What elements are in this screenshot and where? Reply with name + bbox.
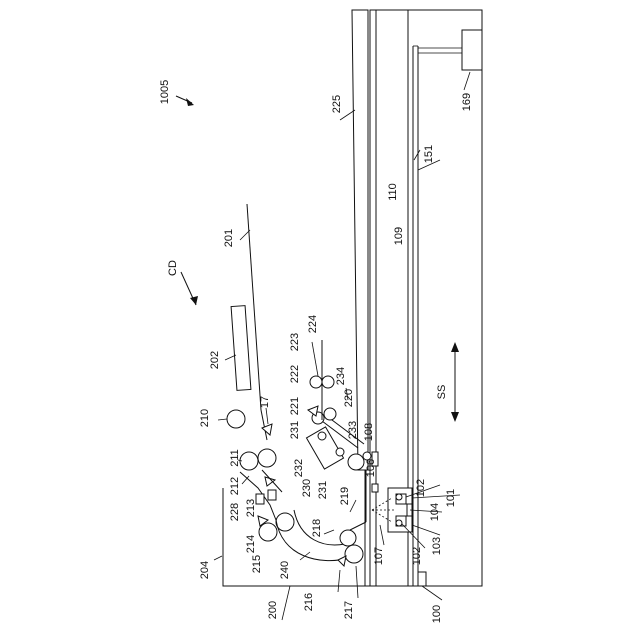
- lamp-bulb-lower: [396, 520, 402, 526]
- label-218: 218: [311, 519, 323, 537]
- rail-stop: [418, 572, 426, 586]
- label-212: 212: [229, 477, 241, 495]
- tray-lip: [261, 410, 267, 440]
- roller-231: [336, 448, 344, 456]
- figure-ref-label: 1005: [159, 80, 171, 104]
- leader-103: [412, 525, 440, 535]
- roller-220: [324, 408, 336, 420]
- label-100: 100: [431, 605, 443, 623]
- leader-107: [380, 525, 384, 545]
- label-104: 104: [429, 503, 441, 521]
- label-240: 240: [279, 561, 291, 579]
- label-217: 217: [343, 601, 355, 619]
- exit-roller-223: [310, 376, 322, 388]
- leader-204: [214, 556, 222, 560]
- label-151: 151: [423, 145, 435, 163]
- ss-arrow-head-top: [451, 342, 459, 352]
- label-102a: 102: [415, 479, 427, 497]
- label-106: 106: [365, 459, 377, 477]
- label-109: 109: [393, 227, 405, 245]
- label-228: 228: [229, 503, 241, 521]
- ss-label: SS: [436, 385, 448, 400]
- reference-labels: 1005 CD SS 225 201 202 210 211 212 228 2…: [159, 80, 473, 623]
- label-216: 216: [303, 593, 315, 611]
- label-221: 221: [289, 397, 301, 415]
- ss-arrow-head-bottom: [451, 412, 459, 422]
- cd-arrow-head: [190, 296, 198, 305]
- path-218: [350, 522, 366, 530]
- label-110: 110: [387, 183, 399, 201]
- label-220: 220: [343, 389, 355, 407]
- leader-223: [312, 342, 318, 376]
- label-219: 219: [339, 487, 351, 505]
- leader-218: [324, 530, 334, 534]
- roller-231b: [318, 432, 326, 440]
- guide-106: [372, 484, 378, 492]
- leader-240: [300, 552, 310, 560]
- label-169: 169: [461, 93, 473, 111]
- label-204: 204: [199, 561, 211, 579]
- fig-arrow-head: [186, 98, 194, 106]
- sensor-213b: [268, 490, 276, 500]
- roller-219b: [363, 452, 371, 460]
- leader-216: [338, 570, 340, 592]
- leader-100: [422, 586, 442, 600]
- label-201: 201: [223, 229, 235, 247]
- label-107: 107: [373, 547, 385, 565]
- label-103: 103: [431, 537, 443, 555]
- reading-carriage: [372, 452, 412, 532]
- label-224: 224: [307, 315, 319, 333]
- separation-roller-212: [258, 449, 276, 467]
- label-223: 223: [289, 333, 301, 351]
- label-231a: 231: [289, 421, 301, 439]
- sensor-213: [256, 494, 264, 504]
- label-202: 202: [209, 351, 221, 369]
- label-215: 215: [251, 555, 263, 573]
- label-231b: 231: [317, 481, 329, 499]
- roller-217: [345, 545, 363, 563]
- label-210: 210: [199, 409, 211, 427]
- path-upper-2: [262, 470, 282, 492]
- roller-219: [348, 454, 364, 470]
- leader-210: [218, 419, 227, 420]
- label-213: 213: [245, 499, 257, 517]
- exit-roller-223b: [322, 376, 334, 388]
- roller-216: [340, 530, 356, 546]
- leader-201: [240, 230, 250, 240]
- sensor-217: [338, 556, 346, 566]
- label-233: 233: [347, 421, 359, 439]
- roller-214: [259, 523, 277, 541]
- label-200: 200: [267, 601, 279, 619]
- label-211: 211: [229, 449, 241, 467]
- motor-169: [462, 30, 482, 70]
- label-230: 230: [301, 479, 313, 497]
- leader-17: [266, 408, 268, 424]
- roller-214b: [276, 513, 294, 531]
- label-232: 232: [293, 459, 305, 477]
- label-17: 17: [259, 396, 271, 408]
- label-214: 214: [245, 535, 257, 553]
- label-225: 225: [331, 95, 343, 113]
- lamp-bulb-upper: [396, 494, 402, 500]
- side-guide-202: [231, 306, 251, 391]
- cd-label: CD: [167, 260, 179, 276]
- leader-217: [356, 566, 358, 598]
- leader-169: [464, 72, 470, 90]
- label-108: 108: [363, 423, 375, 441]
- pickup-roller-210: [227, 410, 245, 428]
- label-222: 222: [289, 365, 301, 383]
- sensor-17: [262, 424, 272, 435]
- label-102b: 102: [411, 547, 423, 565]
- feed-roller-211: [240, 452, 258, 470]
- leader-200: [282, 586, 290, 620]
- label-101: 101: [445, 489, 457, 507]
- leader-110: [414, 150, 420, 160]
- label-234: 234: [335, 367, 347, 385]
